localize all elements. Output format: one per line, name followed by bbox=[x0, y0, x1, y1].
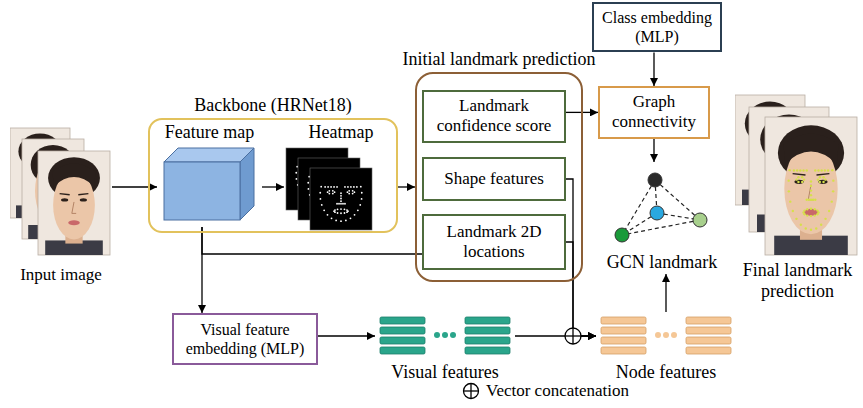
connector-arrow bbox=[398, 186, 415, 187]
node-label: Visual feature embedding (MLP) bbox=[180, 320, 310, 358]
node-label: Visual features bbox=[391, 362, 498, 384]
feature-vectors: Node features bbox=[596, 312, 736, 384]
process-box: Landmark 2D locations bbox=[422, 214, 566, 270]
connector-arrow bbox=[653, 52, 654, 86]
gcn-graph: GCN landmark bbox=[598, 162, 726, 274]
legend-label: Vector concatenation bbox=[486, 381, 629, 401]
prediction-group: Landmark confidence scoreShape featuresL… bbox=[415, 72, 583, 282]
concat-symbol bbox=[565, 328, 581, 344]
node-label: Shape features bbox=[444, 169, 544, 189]
heatmap-image bbox=[310, 168, 372, 230]
legend-swatch bbox=[462, 382, 480, 400]
feature-vectors bbox=[380, 317, 510, 354]
connector-arrow bbox=[515, 335, 596, 336]
feature-vectors: Visual features bbox=[375, 312, 515, 384]
photo-stack bbox=[10, 125, 112, 285]
mlp-box: Visual feature embedding (MLP) bbox=[172, 313, 318, 365]
process-box: Shape features bbox=[422, 157, 566, 201]
process-box: Graph connectivity bbox=[598, 86, 710, 139]
node-label: Feature map bbox=[165, 122, 254, 144]
connector-arrow bbox=[653, 139, 654, 162]
legend: Vector concatenation bbox=[462, 381, 629, 401]
heatmap-stack: Heatmap bbox=[284, 122, 398, 232]
connector-arrow bbox=[112, 186, 157, 187]
face-photo bbox=[38, 151, 110, 255]
connector-arrow bbox=[262, 186, 284, 187]
node-label: Input image bbox=[20, 265, 102, 285]
feature-vectors bbox=[601, 317, 731, 354]
node-label: GCN landmark bbox=[607, 252, 717, 274]
face-photo bbox=[765, 117, 857, 255]
process-box: Landmark confidence score bbox=[422, 90, 566, 143]
feature-map: Feature map bbox=[157, 122, 262, 227]
legend-item: Vector concatenation bbox=[462, 381, 629, 401]
feature-cube bbox=[164, 148, 254, 220]
mlp-box: Class embedding (MLP) bbox=[592, 2, 722, 52]
graph-illustration bbox=[615, 173, 707, 242]
input-image: Input image bbox=[10, 125, 112, 285]
backbone-group: Feature mapHeatmapBackbone (HRNet18) bbox=[148, 118, 398, 233]
group-heading: Initial landmark prediction bbox=[403, 49, 596, 71]
group-heading: Backbone (HRNet18) bbox=[194, 95, 351, 117]
connector-arrow bbox=[665, 274, 666, 312]
connector-arrow bbox=[566, 242, 596, 336]
connector-arrow bbox=[318, 335, 375, 336]
node-label: Heatmap bbox=[309, 122, 374, 144]
node-label: Landmark confidence score bbox=[430, 96, 558, 137]
node-label: Class embedding (MLP) bbox=[600, 8, 714, 46]
node-label: Graph connectivity bbox=[606, 92, 702, 133]
node-label: Landmark 2D locations bbox=[430, 222, 558, 263]
node-label: Final landmark prediction bbox=[735, 260, 860, 303]
output-image: Final landmark prediction bbox=[735, 93, 860, 303]
node-label: Node features bbox=[616, 362, 716, 384]
connector-arrow bbox=[566, 179, 596, 336]
